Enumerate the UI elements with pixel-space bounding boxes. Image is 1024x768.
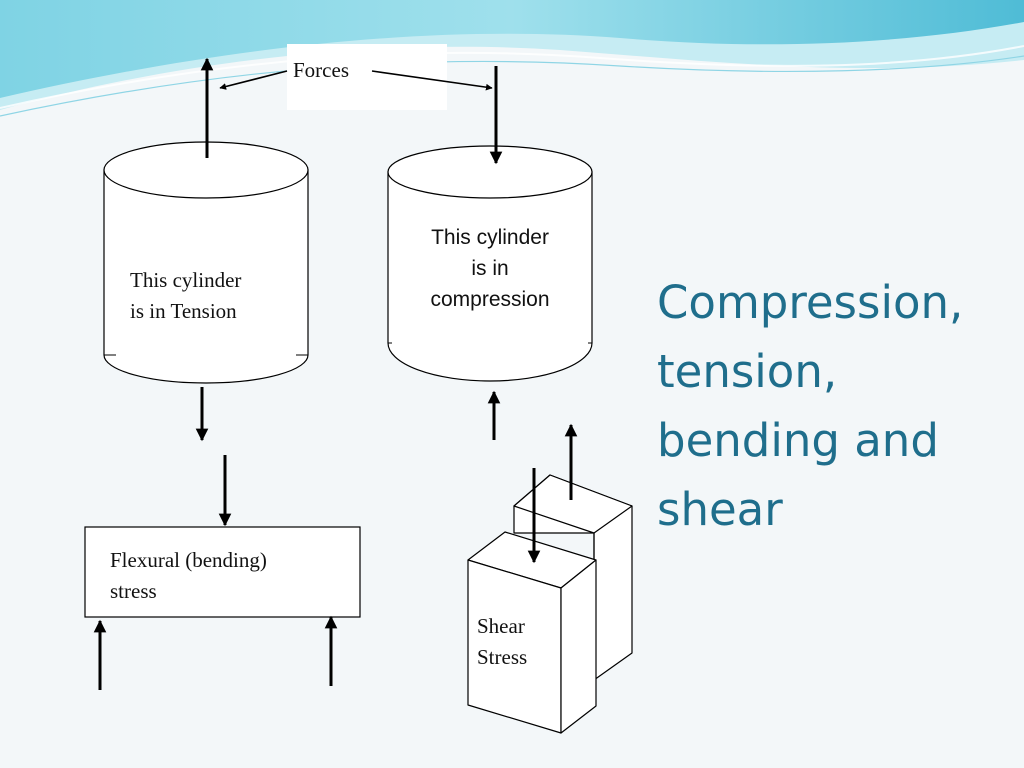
forces-pointer-right	[371, 70, 493, 91]
bending-beam	[84, 526, 361, 618]
compression-label-line-3: compression	[430, 288, 550, 311]
shear-label-line-1: Shear	[477, 614, 525, 638]
header-waves	[0, 0, 1024, 117]
forces-label: Forces	[293, 58, 349, 82]
forces-pointer-left	[219, 70, 288, 90]
forces-pointers	[219, 70, 493, 91]
tension-label-line-1: This cylinder	[130, 268, 242, 292]
compression-cylinder	[387, 145, 593, 382]
shear-label: Shear Stress	[477, 611, 527, 673]
shear-label-line-2: Stress	[477, 645, 528, 669]
wave-line-1	[0, 45, 1024, 109]
compression-label: This cylinder is in compression	[400, 222, 580, 315]
force-arrows	[93, 57, 578, 690]
tension-cylinder	[103, 141, 309, 384]
tension-label: This cylinder is in Tension	[130, 265, 241, 327]
wave-main	[0, 0, 1024, 98]
tension-label-line-2: is in Tension	[130, 299, 237, 323]
forces-label-box	[287, 44, 447, 110]
compression-label-line-2: is in	[471, 257, 509, 280]
slide-title-line-3: bending and	[657, 414, 939, 467]
bending-label: Flexural (bending) stress	[110, 545, 267, 607]
bending-label-line-1: Flexural (bending)	[110, 548, 267, 572]
compression-label-line-1: This cylinder	[431, 226, 549, 249]
slide-title-line-4: shear	[657, 483, 783, 536]
bending-label-line-2: stress	[110, 579, 157, 603]
slide-title-line-2: tension,	[657, 345, 838, 398]
shear-block-back	[513, 474, 633, 681]
wave-line-2	[0, 55, 1024, 117]
slide-title: Compression, tension, bending and shear	[657, 268, 1017, 544]
slide-title-line-1: Compression,	[657, 276, 964, 329]
